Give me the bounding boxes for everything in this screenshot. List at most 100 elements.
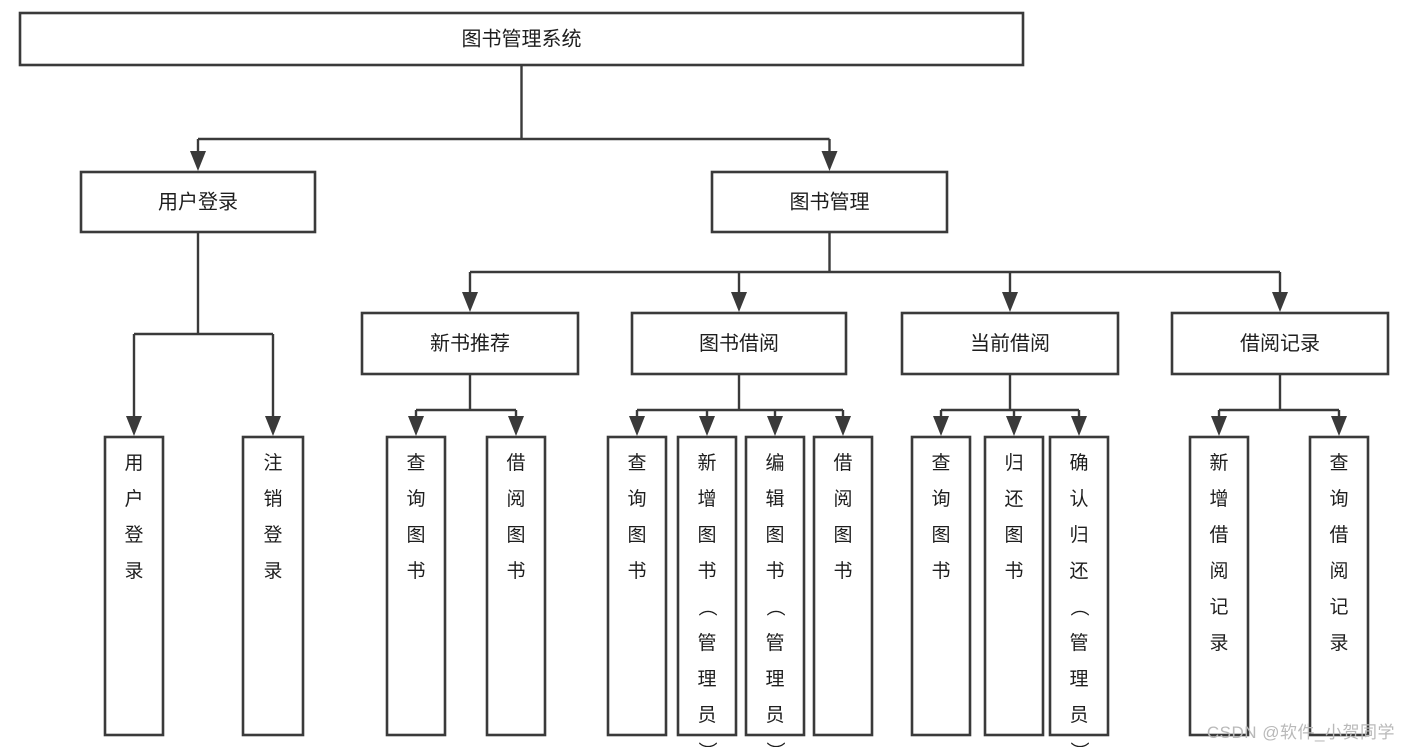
node-label-char: 记: [1209, 596, 1228, 618]
node-box: [606, 435, 668, 737]
node-label-char: 录: [124, 561, 143, 582]
arrow-head: [190, 151, 206, 171]
node-label-char: 询: [406, 488, 425, 510]
node-label-char: ）: [764, 741, 786, 747]
arrow-head: [821, 151, 838, 171]
arrow-head: [408, 416, 424, 436]
node-book-borrow[interactable]: 图书借阅: [630, 311, 848, 376]
node-label-char: 书: [506, 560, 525, 582]
node-box: [485, 435, 547, 737]
arrow-head: [699, 416, 715, 436]
node-label-char: 登: [263, 524, 282, 546]
node-box: [79, 170, 317, 234]
node-label-char: 销: [263, 488, 282, 510]
node-book-manage[interactable]: 图书管理: [710, 170, 949, 234]
node-label-char: 增: [1209, 488, 1228, 510]
node-label-char: 员: [1069, 705, 1088, 726]
node-label-char: 理: [697, 669, 716, 690]
node-label-char: （: [1068, 597, 1090, 616]
node-label: 当前借阅: [970, 332, 1050, 355]
node-label-char: 询: [627, 488, 646, 510]
arrow-head: [731, 292, 747, 312]
arrow-head: [1002, 292, 1018, 312]
node-new-book-rec[interactable]: 新书推荐: [360, 311, 580, 376]
node-label-char: 书: [1004, 560, 1023, 582]
node-box: [18, 11, 1025, 67]
node-box: [1308, 435, 1370, 737]
node-label-char: 新: [697, 452, 716, 474]
node-leaf-user-login[interactable]: 用户登录: [103, 435, 165, 737]
node-label-char: 员: [697, 705, 716, 726]
node-label-char: ）: [696, 741, 718, 747]
node-label-char: 注: [263, 452, 282, 474]
node-root[interactable]: 图书管理系统: [18, 11, 1025, 67]
node-label: 新书推荐: [430, 332, 510, 355]
node-box: [630, 311, 848, 376]
node-label: 图书管理: [790, 190, 870, 213]
node-label-char: 还: [1004, 488, 1023, 510]
node-label: 图书管理系统: [462, 27, 582, 50]
node-current-borrow[interactable]: 当前借阅: [900, 311, 1120, 376]
arrow-head: [835, 416, 851, 436]
node-label-char: （: [764, 597, 786, 616]
node-box: [900, 311, 1120, 376]
node-label-char: 图: [931, 525, 950, 546]
node-label-char: 归: [1069, 524, 1088, 546]
node-label-char: 书: [697, 560, 716, 582]
node-label-char: 管: [1069, 632, 1088, 654]
arrow-head: [1211, 416, 1227, 436]
node-label-char: 录: [1329, 633, 1348, 654]
node-label-char: ）: [1068, 741, 1090, 747]
node-label-char: 借: [1209, 524, 1228, 546]
node-label-char: 书: [931, 560, 950, 582]
node-label-char: 图: [697, 525, 716, 546]
node-label: 用户登录: [158, 190, 238, 213]
arrow-head: [126, 416, 142, 436]
node-box: [910, 435, 972, 737]
node-label-char: 编: [765, 452, 784, 474]
node-box: [744, 435, 806, 737]
node-label-char: 录: [263, 561, 282, 582]
node-label-char: 阅: [1329, 560, 1348, 582]
arrow-head: [1272, 292, 1288, 312]
node-label-char: 借: [506, 452, 525, 474]
node-label-char: 阅: [1209, 560, 1228, 582]
node-label-char: 管: [765, 632, 784, 654]
arrow-head: [508, 416, 524, 436]
node-label-char: 辑: [765, 488, 784, 510]
node-label: 借阅记录: [1240, 332, 1320, 355]
node-label-char: 阅: [506, 488, 525, 510]
node-label-char: 图: [627, 525, 646, 546]
node-label-char: 询: [1329, 488, 1348, 510]
arrow-head: [1071, 416, 1087, 436]
node-label-char: 书: [627, 560, 646, 582]
nodes-layer: 图书管理系统用户登录图书管理新书推荐图书借阅当前借阅借阅记录用户登录注销登录查询…: [18, 11, 1390, 747]
node-label-char: 查: [931, 452, 950, 474]
node-borrow-record[interactable]: 借阅记录: [1170, 311, 1390, 376]
node-label-char: 查: [627, 452, 646, 474]
node-label-char: 新: [1209, 452, 1228, 474]
node-label-char: 用: [124, 453, 143, 474]
node-label-char: 员: [765, 705, 784, 726]
node-label-char: 查: [406, 452, 425, 474]
node-label-char: 图: [765, 525, 784, 546]
node-label-char: 户: [124, 488, 143, 510]
node-box: [1170, 311, 1390, 376]
node-label-char: 询: [931, 488, 950, 510]
node-user-login[interactable]: 用户登录: [79, 170, 317, 234]
node-label-char: 阅: [833, 488, 852, 510]
arrow-head: [933, 416, 949, 436]
arrow-head: [1006, 416, 1022, 436]
